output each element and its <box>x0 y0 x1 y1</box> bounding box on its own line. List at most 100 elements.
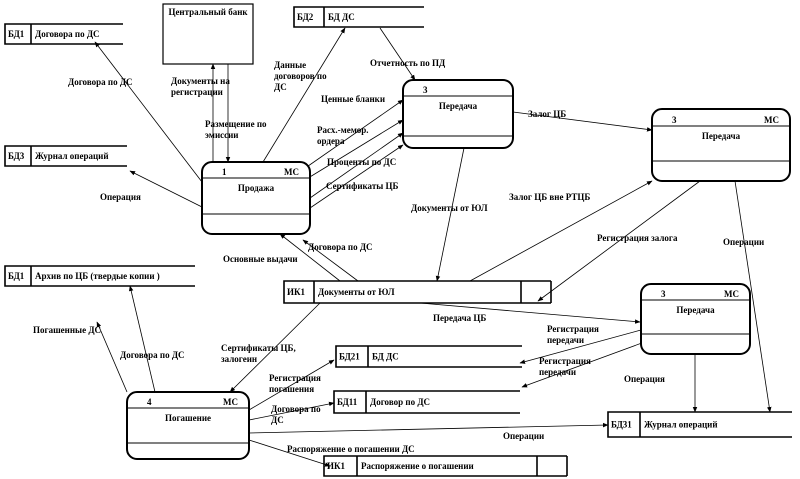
flow-arrow <box>299 119 404 184</box>
data-store-outline <box>333 390 520 414</box>
flow-arrow <box>248 401 335 421</box>
flow-arrow <box>469 180 653 282</box>
flow-arrow <box>521 339 651 388</box>
flow-label: Отчетность по ПД <box>370 58 446 68</box>
flow-arrow <box>419 302 641 324</box>
data-store-label: БД ДС <box>328 12 355 22</box>
central-bank-box <box>162 3 254 65</box>
data-store-outline <box>283 280 551 304</box>
flow-label: погашения <box>269 384 314 394</box>
flow-label: Залог ЦБ вне РТЦБ <box>509 192 590 202</box>
flow-label: Документы на <box>171 76 230 86</box>
data-store-id: БД1 <box>8 29 25 39</box>
data-store-id: ИК1 <box>327 461 346 471</box>
flow-arrow <box>435 147 465 282</box>
flow-label: Операция <box>100 192 141 202</box>
flow-label: договоров по <box>274 71 327 81</box>
data-store-outline <box>607 411 792 438</box>
data-store-id: БД21 <box>339 352 360 362</box>
flow-label: Договора по <box>271 404 321 414</box>
data-store-outline <box>4 23 123 45</box>
process-label: Передача <box>702 131 741 141</box>
flow-arrow <box>129 170 203 208</box>
process-box <box>126 391 250 460</box>
flow-arrow <box>262 27 346 163</box>
flow-arrow <box>248 422 609 434</box>
process-role: МС <box>764 115 779 125</box>
data-store-outline <box>293 6 424 28</box>
process-role: МС <box>724 289 739 299</box>
data-store-label: Договор по ДС <box>370 397 430 407</box>
flow-label: Договора по ДС <box>308 242 373 252</box>
flow-label: Погашенные ДС <box>33 325 101 335</box>
flow-arrow <box>248 359 335 411</box>
process-number: 3 <box>672 115 677 125</box>
flow-label: Регистрация залога <box>597 233 678 243</box>
data-store-id: БД31 <box>611 420 632 430</box>
flow-label: залогеин <box>221 354 257 364</box>
flow-arrow <box>302 239 359 282</box>
flow-label: Сертификаты ЦБ, <box>221 343 296 353</box>
process-label: Продажа <box>238 183 275 193</box>
flow-label: передачи <box>539 367 576 377</box>
flow-arrow <box>734 180 772 413</box>
data-store-label: Договора по ДС <box>35 29 100 39</box>
flow-arrow <box>96 321 128 393</box>
flow-label: ордера <box>317 136 345 146</box>
flow-label: Сертификаты ЦБ <box>326 181 399 191</box>
flow-label: Проценты по ДС <box>327 157 396 167</box>
flow-arrow <box>309 132 404 199</box>
data-store-label: Архив по ЦБ (твердые копии ) <box>35 271 160 281</box>
flow-label: Основные выдачи <box>223 254 298 264</box>
data-store-id: БД3 <box>8 151 25 161</box>
process-number: 4 <box>147 397 152 407</box>
flow-arrow <box>512 111 653 132</box>
data-store-label: Распоряжение о погашении <box>361 461 474 471</box>
data-store-outline <box>323 455 567 477</box>
process-box <box>201 161 311 235</box>
process-number: 3 <box>423 85 428 95</box>
flow-label: Договора по ДС <box>120 350 185 360</box>
central-bank-label: Центральный банк <box>168 7 248 17</box>
data-store-outline <box>4 145 127 167</box>
process-box <box>640 283 751 355</box>
data-store-label: БД ДС <box>372 352 399 362</box>
data-store-outline <box>335 345 522 368</box>
flow-label: передачи <box>547 335 584 345</box>
process-label: Погашение <box>165 413 211 423</box>
flow-label: ДС <box>271 415 284 425</box>
flow-arrow <box>309 144 404 209</box>
data-store-outline <box>4 265 195 287</box>
flow-label: Данные <box>274 60 306 70</box>
flow-arrow <box>248 439 331 467</box>
flow-arrow <box>279 233 341 282</box>
data-store-id: БД1 <box>8 271 25 281</box>
process-role: МС <box>223 397 238 407</box>
flow-label: Регистрация <box>269 373 321 383</box>
flow-label: Регистрация <box>539 356 591 366</box>
flow-label: Договора по ДС <box>68 77 133 87</box>
flow-label: Регистрация <box>547 324 599 334</box>
flow-label: Залог ЦБ <box>528 109 566 119</box>
flow-label: Распоряжение о погашении ДС <box>287 444 415 454</box>
process-label: Передача <box>439 101 478 111</box>
flow-label: Передача ЦБ <box>433 313 486 323</box>
flow-arrow <box>128 285 156 393</box>
flow-arrow <box>379 27 416 81</box>
flow-label: ДС <box>274 82 287 92</box>
flow-arrow <box>229 302 321 393</box>
flow-label: Ценные бланки <box>321 94 385 104</box>
flow-label: Операция <box>624 374 665 384</box>
process-number: 1 <box>222 167 227 177</box>
data-store-id: ИК1 <box>287 287 306 297</box>
flow-label: Операции <box>503 431 544 441</box>
data-store-id: БД2 <box>297 12 314 22</box>
data-store-id: БД11 <box>337 397 358 407</box>
data-store-label: Журнал операций <box>35 151 109 161</box>
process-box <box>651 108 791 182</box>
flow-label: Расх.-мемор. <box>317 125 369 135</box>
process-number: 3 <box>661 289 666 299</box>
process-role: МС <box>284 167 299 177</box>
data-store-label: Документы от ЮЛ <box>318 287 395 297</box>
process-box <box>402 79 514 149</box>
